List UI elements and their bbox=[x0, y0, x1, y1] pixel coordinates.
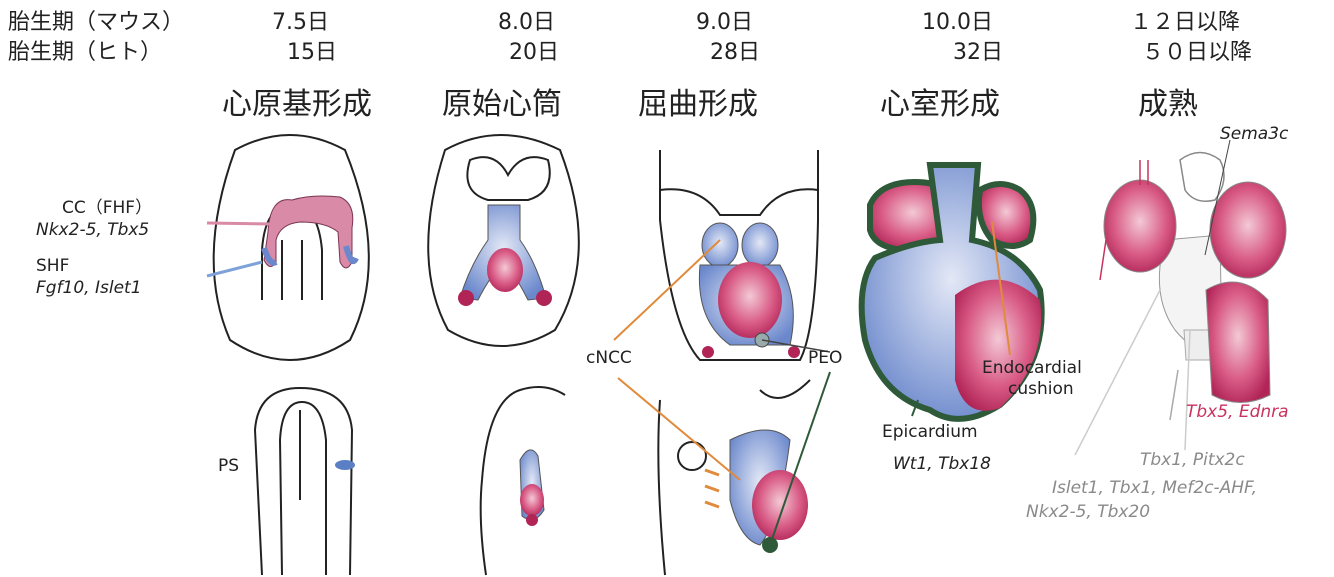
label-islet-line: Islet1, Tbx1, Mef2c-AHF, bbox=[1052, 480, 1257, 497]
human-day-4: 32日 bbox=[953, 42, 1003, 64]
stage-title-3: 屈曲形成 bbox=[638, 90, 758, 120]
mouse-day-5: １２日以降 bbox=[1130, 12, 1240, 34]
label-shf-genes: Fgf10, Islet1 bbox=[36, 280, 142, 297]
label-nkx-line: Nkx2-5, Tbx20 bbox=[1026, 504, 1150, 521]
stage-title-4: 心室形成 bbox=[880, 90, 1000, 120]
human-day-2: 20日 bbox=[509, 42, 559, 64]
stage-title-1: 心原基形成 bbox=[222, 90, 372, 120]
stage1-embryo-bottom bbox=[255, 388, 352, 575]
label-cc-genes: Nkx2-5, Tbx5 bbox=[36, 222, 149, 239]
label-cc-fhf: CC（FHF） bbox=[62, 200, 152, 217]
label-cushion: cushion bbox=[1008, 381, 1074, 398]
label-epicardium-genes: Wt1, Tbx18 bbox=[893, 456, 991, 473]
mouse-day-1: 7.5日 bbox=[272, 12, 329, 34]
label-tbx5-ednra: Tbx5, Ednra bbox=[1186, 404, 1289, 421]
label-sema3c: Sema3c bbox=[1220, 126, 1288, 143]
stage-title-2: 原始心筒 bbox=[442, 90, 562, 120]
human-day-3: 28日 bbox=[710, 42, 760, 64]
label-ps: PS bbox=[218, 458, 239, 475]
row-label-human: 胎生期（ヒト） bbox=[8, 42, 162, 64]
human-day-1: 15日 bbox=[287, 42, 337, 64]
human-day-5: ５０日以降 bbox=[1142, 42, 1252, 64]
label-peo: PEO bbox=[808, 350, 842, 367]
label-cncc: cNCC bbox=[586, 350, 632, 367]
stage-title-5: 成熟 bbox=[1138, 90, 1198, 120]
label-epicardium: Epicardium bbox=[882, 424, 978, 441]
mouse-day-2: 8.0日 bbox=[498, 12, 555, 34]
mouse-day-3: 9.0日 bbox=[696, 12, 753, 34]
cardiac-crescent bbox=[264, 196, 353, 268]
mouse-day-4: 10.0日 bbox=[922, 12, 993, 34]
label-tbx1-pitx2c: Tbx1, Pitx2c bbox=[1140, 452, 1245, 469]
row-label-mouse: 胎生期（マウス） bbox=[8, 12, 184, 34]
label-shf: SHF bbox=[36, 258, 69, 275]
label-endocardial: Endocardial bbox=[982, 360, 1082, 377]
stage5-mature-heart bbox=[1104, 153, 1286, 403]
